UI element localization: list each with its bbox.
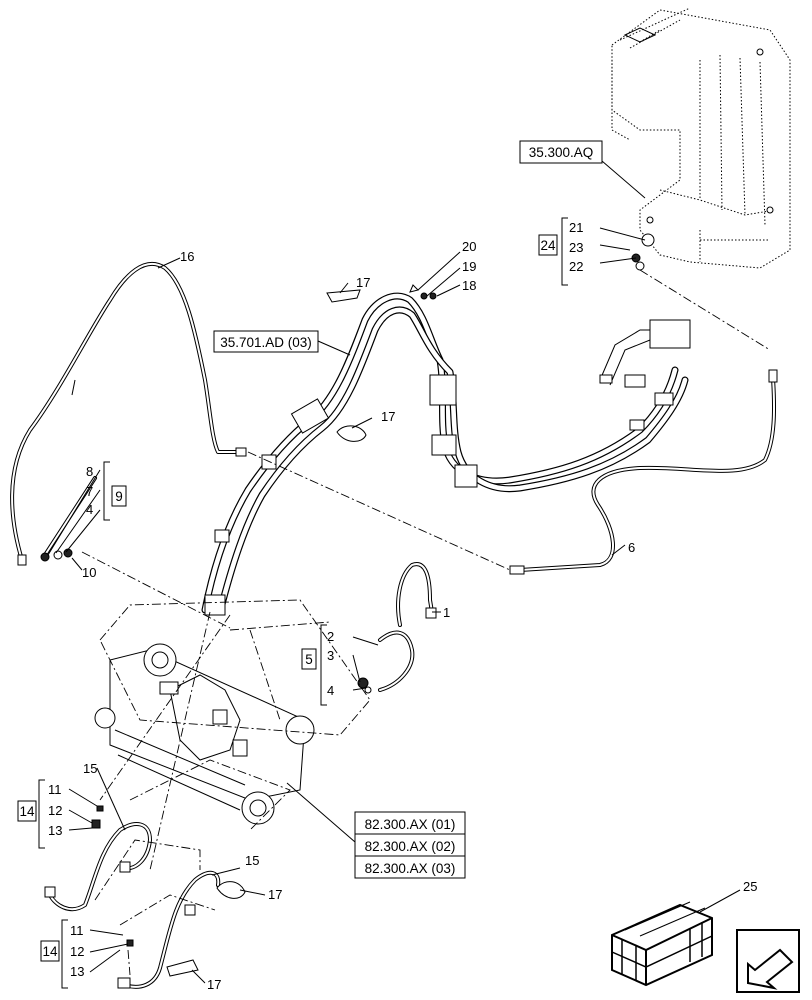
callout-18: 18 bbox=[462, 278, 476, 293]
centerlines bbox=[81, 269, 771, 976]
callout-17: 17 bbox=[356, 275, 370, 290]
callout-13: 13 bbox=[48, 823, 62, 838]
fittings-21-23 bbox=[631, 233, 655, 271]
svg-text:24: 24 bbox=[540, 238, 556, 253]
svg-text:14: 14 bbox=[42, 944, 58, 959]
callout-3: 3 bbox=[327, 648, 334, 663]
group-box-24[interactable]: 24 bbox=[538, 234, 558, 256]
callout-12: 12 bbox=[48, 803, 62, 818]
callout-7: 7 bbox=[86, 484, 93, 499]
svg-text:35.300.AQ: 35.300.AQ bbox=[529, 145, 594, 160]
callout-1: 1 bbox=[443, 605, 450, 620]
ref-82-300-ax-02: 82.300.AX (02) bbox=[365, 839, 456, 854]
group-box-14-lower[interactable]: 14 bbox=[40, 940, 60, 962]
ref-82-300-ax-03: 82.300.AX (03) bbox=[365, 861, 456, 876]
previous-page-arrow-icon[interactable] bbox=[736, 929, 800, 993]
callout-21: 21 bbox=[569, 220, 583, 235]
group-box-9[interactable]: 9 bbox=[111, 485, 127, 507]
callout-2: 2 bbox=[327, 629, 334, 644]
callout-10: 10 bbox=[82, 565, 96, 580]
callout-15: 15 bbox=[83, 761, 97, 776]
callout-23: 23 bbox=[569, 240, 583, 255]
callout-17: 17 bbox=[381, 409, 395, 424]
ref-82-300-ax-01: 82.300.AX (01) bbox=[365, 817, 456, 832]
svg-text:9: 9 bbox=[115, 489, 123, 504]
leader-lines bbox=[38, 154, 741, 989]
callout-20: 20 bbox=[462, 239, 476, 254]
group-box-5[interactable]: 5 bbox=[301, 648, 317, 670]
callout-11: 11 bbox=[70, 923, 84, 938]
callout-11: 11 bbox=[48, 782, 62, 797]
callout-6: 6 bbox=[628, 540, 635, 555]
ref-82-300-ax-group[interactable]: 82.300.AX (01) 82.300.AX (02) 82.300.AX … bbox=[354, 811, 466, 879]
callout-4: 4 bbox=[327, 683, 334, 698]
loader-frame bbox=[94, 643, 315, 825]
main-hose-bundle bbox=[201, 292, 691, 616]
callout-25: 25 bbox=[743, 879, 757, 894]
callout-17: 17 bbox=[268, 887, 282, 902]
hose-1 bbox=[357, 562, 437, 694]
ref-35-701-ad-03[interactable]: 35.701.AD (03) bbox=[213, 330, 319, 353]
callout-19: 19 bbox=[462, 259, 476, 274]
hydraulic-tank bbox=[611, 7, 791, 269]
callout-12: 12 bbox=[70, 944, 84, 959]
hose-15-lower bbox=[44, 805, 221, 989]
svg-text:14: 14 bbox=[19, 804, 35, 819]
svg-text:35.701.AD (03): 35.701.AD (03) bbox=[220, 335, 312, 350]
callout-17: 17 bbox=[207, 977, 221, 992]
callout-8: 8 bbox=[86, 464, 93, 479]
callout-22: 22 bbox=[569, 259, 583, 274]
callout-numbers: 16 17 20 19 18 21 23 22 17 8 7 4 10 6 1 … bbox=[48, 220, 757, 992]
callout-4: 4 bbox=[86, 502, 93, 517]
callout-13: 13 bbox=[70, 964, 84, 979]
group-box-14-upper[interactable]: 14 bbox=[17, 800, 37, 822]
parts-crate-icon bbox=[611, 901, 713, 987]
callout-16: 16 bbox=[180, 249, 194, 264]
callout-15: 15 bbox=[245, 853, 259, 868]
ref-35-300-aq[interactable]: 35.300.AQ bbox=[519, 140, 603, 164]
svg-text:5: 5 bbox=[305, 652, 313, 667]
hose-6 bbox=[509, 369, 778, 575]
hose-16 bbox=[10, 261, 247, 566]
clips-17 bbox=[166, 289, 367, 977]
